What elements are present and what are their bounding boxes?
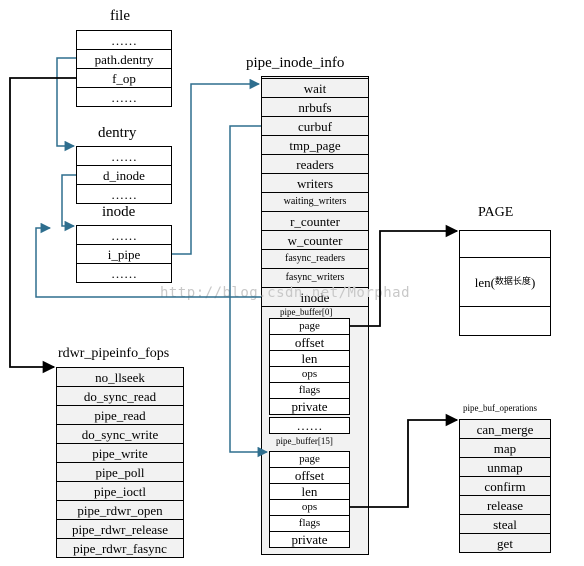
pb15-row-page: page [269,451,350,468]
dentry-row-ellipsis-bottom: …… [76,184,172,204]
pii-row-readers: readers [261,154,369,174]
fops-row-pipe-write: pipe_write [56,443,184,463]
connector-i-pipe-to-pipe-inode-info [172,78,261,255]
dentry-title: dentry [98,125,137,141]
connector-curbuf-to-pipe-buffer-15 [229,125,269,458]
connector-f-op-to-fops [9,77,76,374]
fops-row-pipe-poll: pipe_poll [56,462,184,482]
connector-ops-to-buf-ops [350,413,459,508]
connector-path-dentry-to-dentry [56,57,76,152]
fops-row-do-sync-read: do_sync_read [56,386,184,406]
pii-row-tmp-page: tmp_page [261,135,369,155]
buf-ops-row-get: get [459,533,551,553]
page-len-prefix: len( [474,274,495,290]
dentry-row-d-inode: d_inode [76,165,172,185]
pipe-buffer-ellipsis: …… [269,417,350,434]
fops-row-pipe-rdwr-fasync: pipe_rdwr_fasync [56,538,184,558]
pipe-buffer-0-label: pipe_buffer[0] [280,307,333,317]
page-len-cjk: 数据长度 [494,276,531,287]
fops-title: rdwr_pipeinfo_fops [58,346,170,361]
buf-ops-title: pipe_buf_operations [463,403,537,413]
page-title: PAGE [478,205,514,220]
pb0-row-len: len [269,350,350,367]
file-title: file [110,8,130,24]
fops-row-do-sync-write: do_sync_write [56,424,184,444]
page-len-suffix: ) [530,274,536,290]
connector-page-to-page [350,224,459,327]
pipe-inode-info-title: pipe_inode_info [246,55,345,71]
pb15-row-private: private [269,531,350,548]
page-row-len: len(数据长度) [459,257,551,307]
pb0-row-private: private [269,398,350,415]
pii-row-r-counter: r_counter [261,211,369,231]
pipe-buffer-15-label: pipe_buffer[15] [276,436,333,446]
buf-ops-row-confirm: confirm [459,476,551,496]
buf-ops-row-can-merge: can_merge [459,419,551,439]
file-row-ellipsis-bottom: …… [76,87,172,107]
connector-d-inode-to-inode [61,174,76,232]
connector-pii-inode-to-inode [35,222,261,298]
inode-row-ellipsis-bottom: …… [76,263,172,283]
page-row-bottom [459,306,551,336]
fops-row-pipe-rdwr-release: pipe_rdwr_release [56,519,184,539]
pii-row-inode: inode [261,287,369,307]
inode-title: inode [102,204,136,220]
